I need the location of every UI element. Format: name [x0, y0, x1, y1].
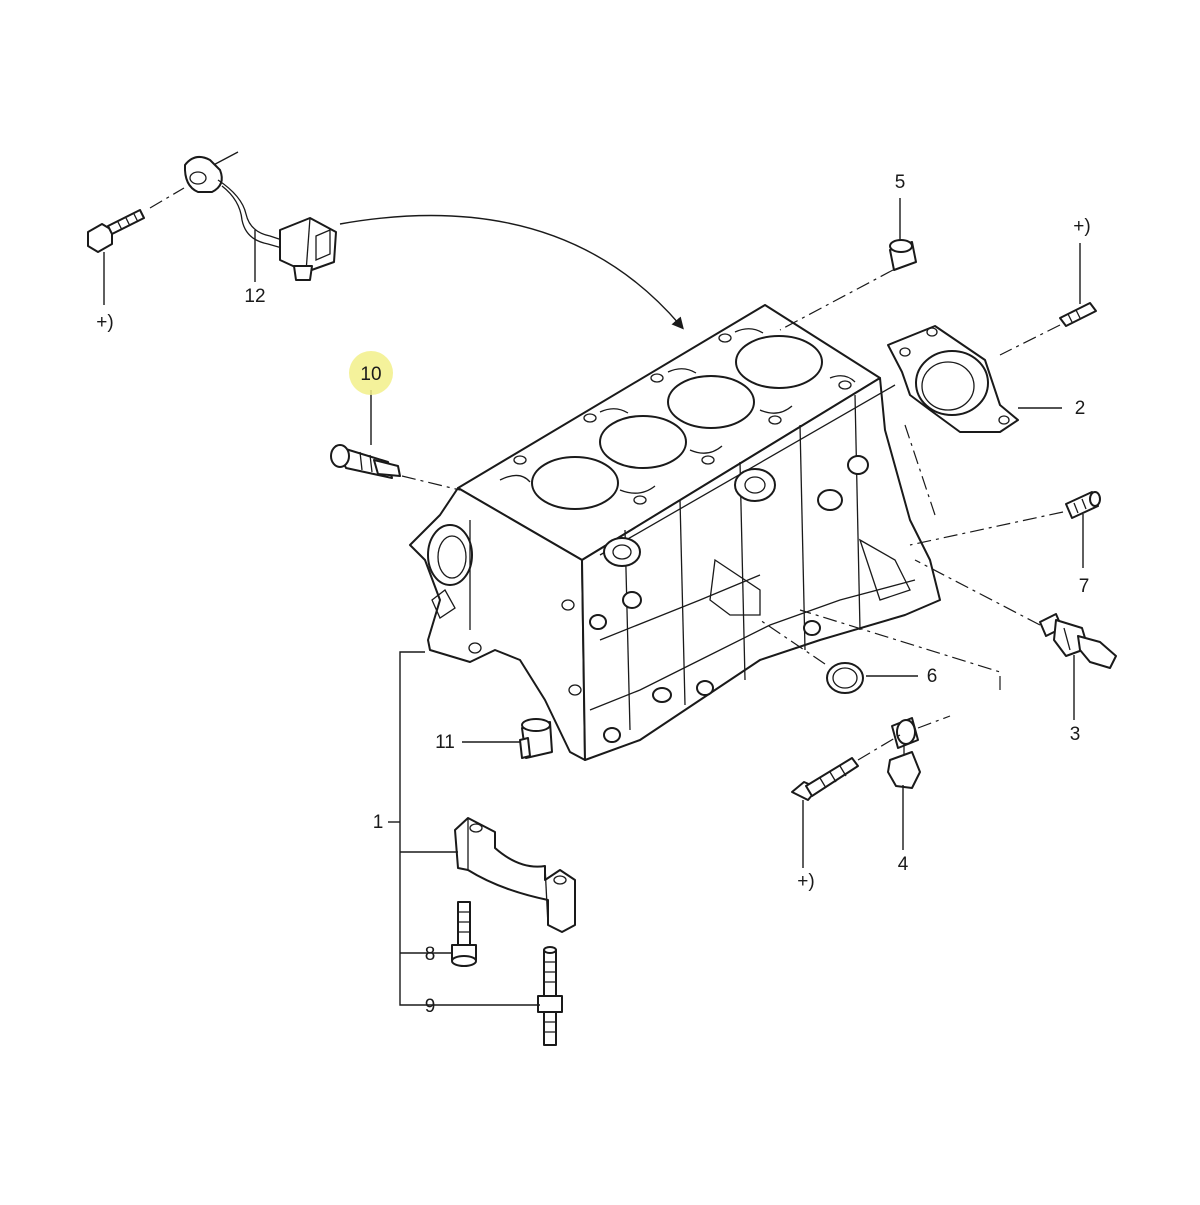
callout-7: 7	[1079, 576, 1090, 597]
callout-3: 3	[1070, 724, 1081, 745]
plug-part-7	[909, 491, 1101, 546]
bolt-note-4: +)	[797, 871, 814, 892]
sensor-part-4	[791, 609, 1001, 801]
callout-6: 6	[927, 666, 938, 687]
seal-housing-part-2	[887, 302, 1097, 516]
callout-10-highlight	[349, 351, 393, 395]
dowel-part-5	[779, 239, 917, 331]
callout-12: 12	[244, 286, 265, 307]
bolt-note-12: +)	[96, 312, 113, 333]
callout-4: 4	[898, 854, 909, 875]
callout-11: 11	[435, 732, 455, 753]
bearing-cap-part-1	[454, 817, 576, 933]
pressure-switch-part-3	[914, 559, 1117, 669]
seal-ring-part-6	[759, 619, 864, 694]
callout-8: 8	[425, 944, 436, 965]
callout-5: 5	[895, 172, 906, 193]
knock-sensor-assembly	[87, 151, 337, 281]
plug-part-10	[330, 444, 461, 491]
callout-10: 10	[360, 364, 381, 385]
leader-lines	[103, 198, 1084, 1006]
callout-2: 2	[1075, 398, 1086, 419]
install-location-arrow	[339, 214, 684, 330]
stud-part-9	[537, 946, 563, 1046]
engine-block	[409, 304, 941, 761]
callout-9: 9	[425, 996, 436, 1017]
cap-part-11	[519, 718, 553, 759]
bolt-note-2: +)	[1073, 216, 1090, 237]
callout-1: 1	[373, 812, 384, 833]
bolt-part-8	[451, 901, 477, 967]
